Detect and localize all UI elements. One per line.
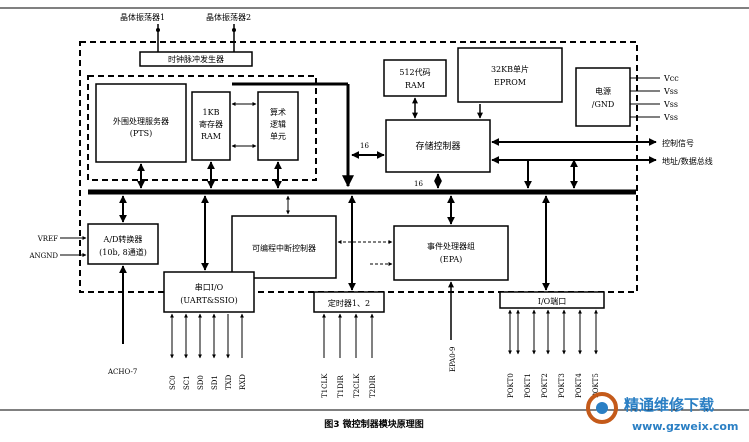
figure-caption: 图3 微控制器模块原理图 (324, 418, 423, 430)
port-pin-0: POKT0 (507, 373, 515, 398)
adc-label-1: A/D转换器 (103, 234, 143, 244)
alu-block (257, 91, 299, 161)
power-pin-vcc: Vcc (663, 74, 679, 83)
watermark-logo-icon (586, 392, 618, 424)
memory-controller-block (385, 119, 491, 173)
serial-pin-sc1: SC1 (183, 375, 191, 390)
timer-pin-t1clk: T1CLK (321, 373, 329, 398)
code-ram-label-1: 512代码 (399, 67, 430, 77)
port-pin-2: POKT2 (541, 373, 549, 398)
code-ram-block (383, 59, 447, 97)
eprom-block (457, 47, 563, 103)
port-pin-1: POKT1 (524, 373, 532, 398)
interrupt-controller-block (231, 215, 337, 279)
register-ram-block (191, 91, 231, 161)
epa-pins-label: EPA0-9 (449, 346, 457, 372)
eprom-label-2: EPROM (494, 78, 526, 87)
power-block (575, 67, 631, 127)
alu-label-2: 逻辑 (270, 119, 286, 129)
crystal-1-label: 晶体振荡器1 (120, 12, 165, 22)
mem-bus-width: 16 (360, 142, 369, 150)
watermark-logo-core-icon (596, 402, 608, 414)
power-label-1: 电源 (595, 86, 611, 96)
port-pin-3: POKT3 (558, 373, 566, 398)
internal-bus-width: 16 (414, 180, 423, 188)
timer-pin-t2dir: T2DIR (369, 375, 377, 399)
port-pin-lines (508, 309, 598, 355)
crystal-1-node (156, 28, 160, 32)
epa-label-2: (EPA) (440, 255, 463, 264)
interrupt-controller-label: 可编程中断控制器 (252, 243, 316, 253)
crystal-2-label: 晶体振荡器2 (206, 12, 251, 22)
serial-pin-sd0: SD0 (197, 375, 205, 390)
clock-generator-block (139, 51, 253, 67)
pts-block (95, 83, 187, 163)
timer-pin-lines (322, 313, 374, 358)
watermark: 精通维修下载 www.gzweix.com (586, 392, 738, 433)
io-port-label: I/O端口 (538, 296, 566, 306)
pts-label-1: 外围处理服务器 (113, 116, 169, 126)
eprom-label-1: 32KB单片 (491, 64, 529, 74)
power-pin-vss-3: Vss (663, 113, 678, 122)
port-pin-4: POKT4 (575, 373, 583, 398)
timer-pin-t2clk: T2CLK (353, 373, 361, 398)
adc-label-2: (10b, 8通道) (99, 247, 147, 257)
serial-io-label-2: (UART&SSIO) (180, 296, 237, 305)
serial-pin-sc0: SC0 (169, 375, 177, 390)
watermark-url: www.gzweix.com (632, 420, 738, 433)
alu-label-1: 算术 (270, 107, 286, 117)
epa-label-1: 事件处理器组 (427, 241, 475, 251)
epa-block (393, 225, 509, 281)
serial-pin-sd1: SD1 (211, 375, 219, 390)
pts-label-2: (PTS) (130, 129, 152, 138)
memory-controller-label: 存储控制器 (415, 140, 460, 152)
port-pin-5: POKT5 (592, 373, 600, 398)
watermark-brand: 精通维修下载 (624, 396, 714, 414)
adc-block (87, 223, 159, 265)
power-pin-vss-2: Vss (663, 100, 678, 109)
power-pin-vss-1: Vss (663, 87, 678, 96)
ach-label: ACHO-7 (107, 368, 137, 376)
register-ram-label-1: 1KB (203, 108, 220, 117)
control-signal-label: 控制信号 (662, 138, 694, 148)
power-label-2: /GND (592, 100, 615, 109)
serial-io-block (163, 271, 255, 313)
vref-label: VREF (37, 235, 58, 243)
crystal-2-node (232, 28, 236, 32)
cpu-boundary (87, 75, 317, 181)
address-bus-label: 地址/数据总线 (662, 156, 713, 166)
code-ram-label-2: RAM (405, 81, 425, 90)
register-ram-label-3: RAM (201, 132, 221, 141)
timer-pin-t1dir: T1DIR (337, 375, 345, 399)
serial-pin-lines (170, 313, 244, 359)
clock-generator-label: 时钟脉冲发生器 (168, 54, 224, 64)
serial-io-label-1: 串口I/O (195, 283, 224, 292)
io-port-block (499, 291, 605, 309)
register-ram-label-2: 寄存器 (199, 119, 223, 129)
angnd-label: ANGND (28, 252, 58, 260)
alu-label-3: 单元 (270, 131, 286, 141)
timer-block (313, 291, 385, 313)
timer-label: 定时器1、2 (328, 298, 370, 308)
serial-pin-rxd: RXD (239, 374, 247, 390)
serial-pin-txd: TXD (225, 374, 233, 390)
